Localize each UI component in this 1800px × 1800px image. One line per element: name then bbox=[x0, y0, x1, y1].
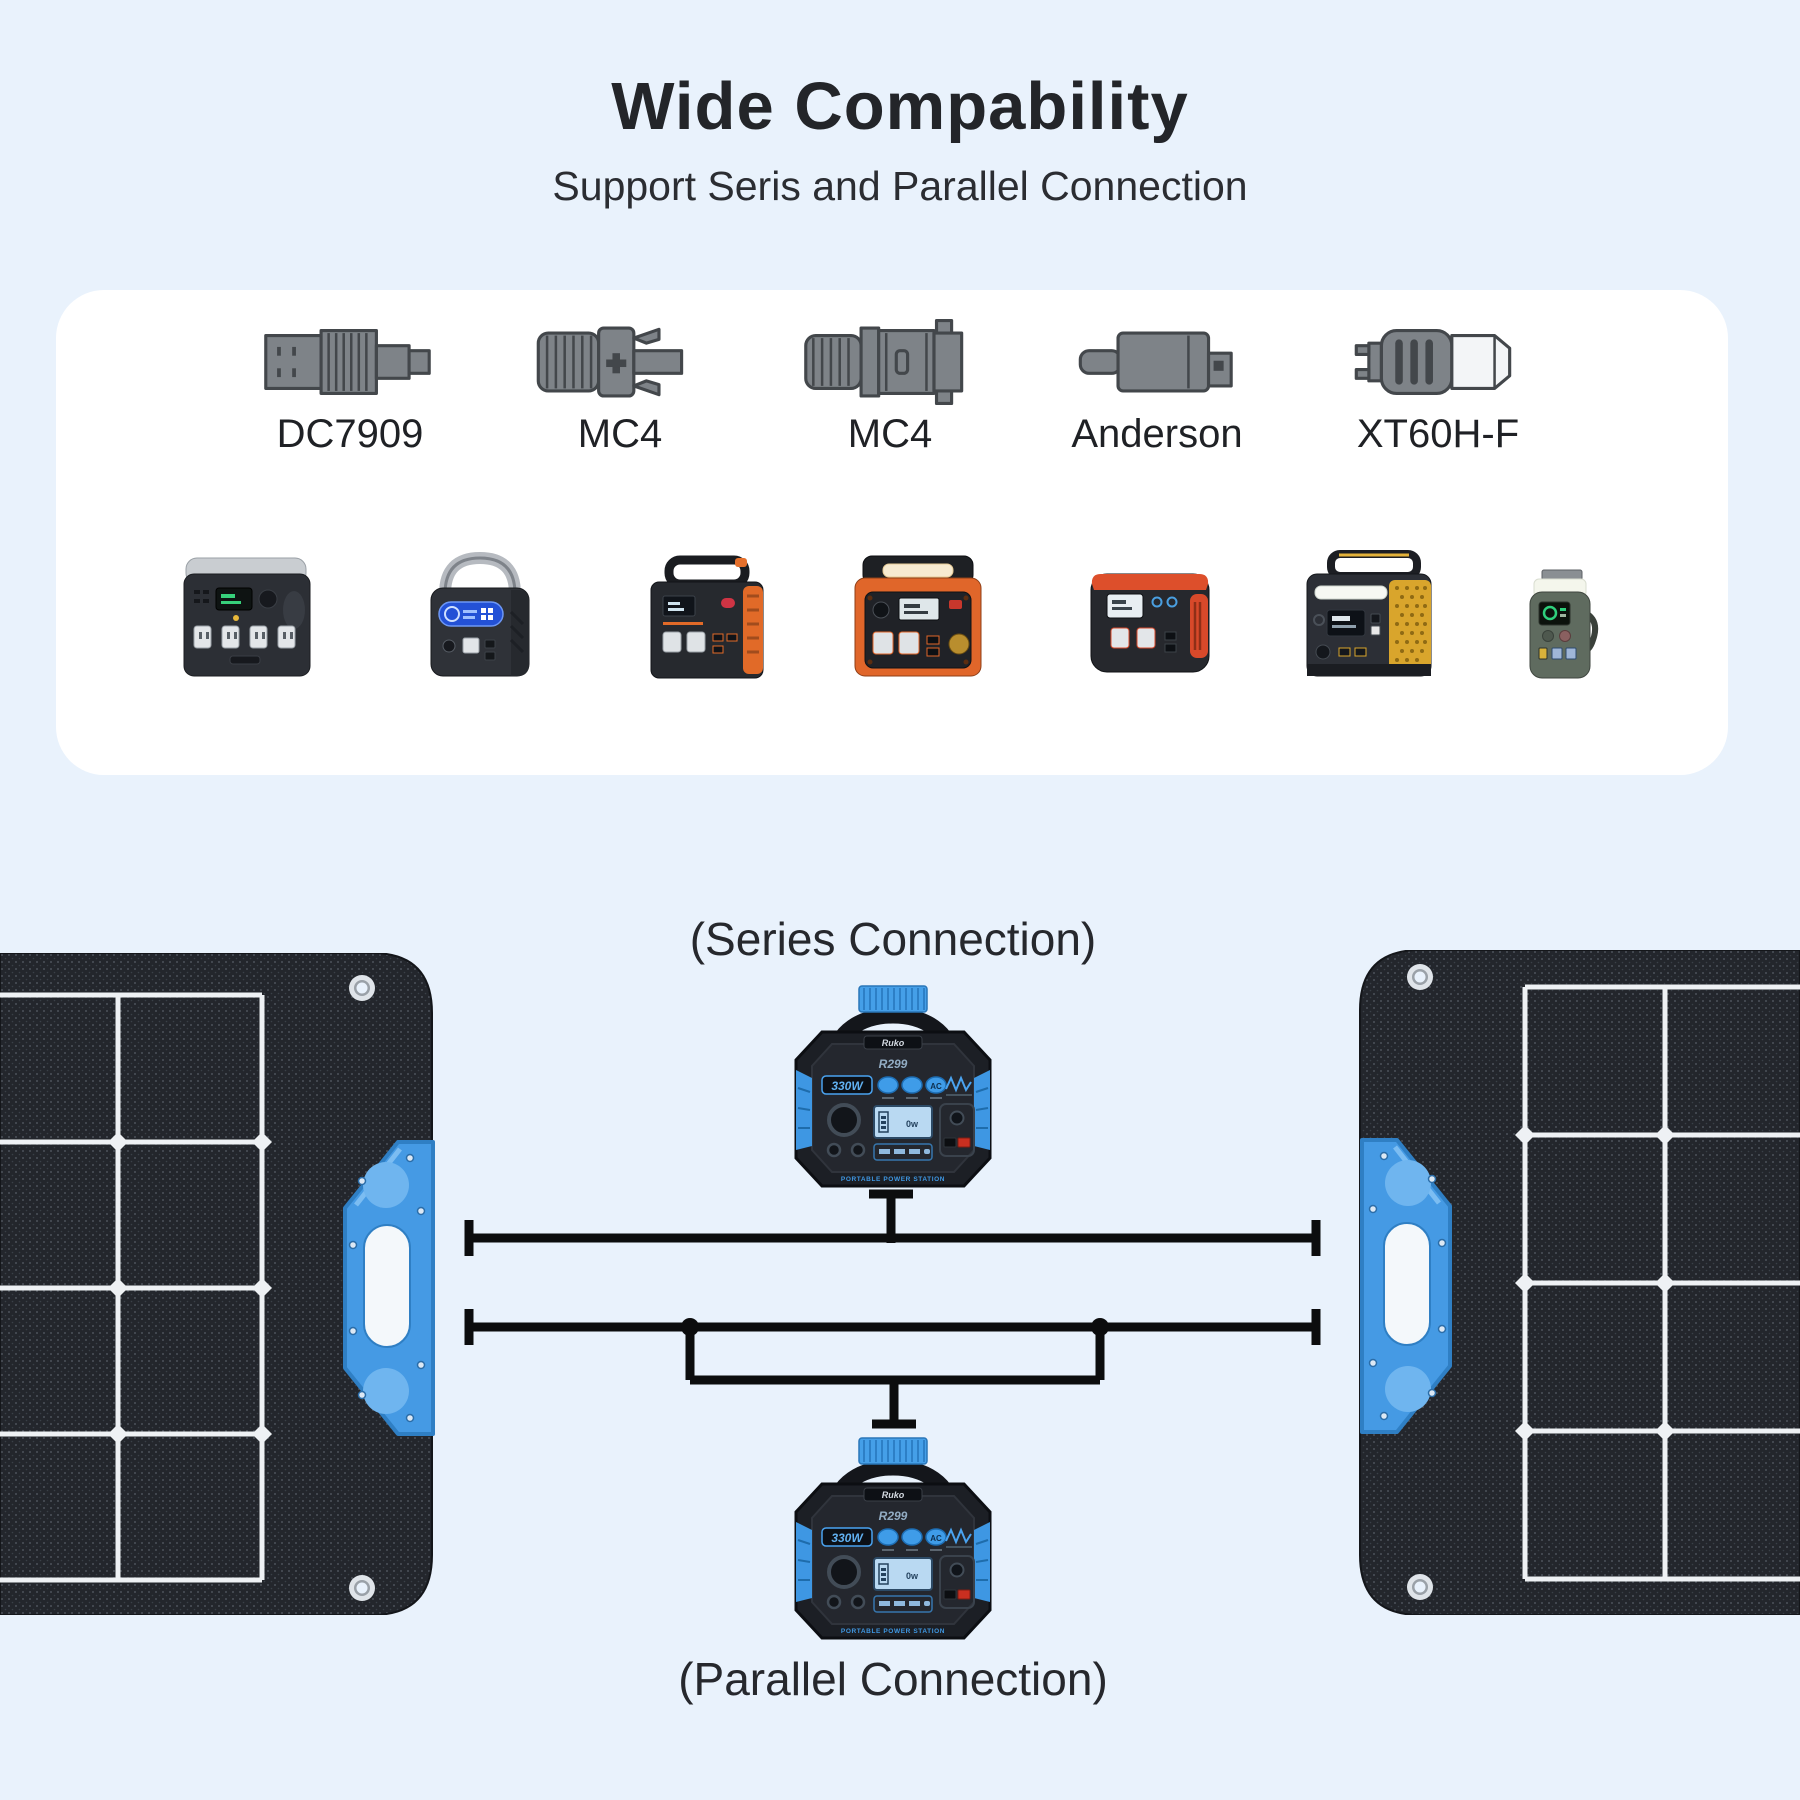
power-station-arch-handle-icon bbox=[430, 551, 530, 677]
station-caption: PORTABLE POWER STATION bbox=[841, 1628, 945, 1635]
connector-item-anderson: Anderson bbox=[1022, 318, 1292, 457]
svg-text:0w: 0w bbox=[906, 1119, 919, 1129]
right-solar-panel bbox=[1359, 950, 1800, 1615]
station-model: R299 bbox=[879, 1057, 908, 1071]
station-power: 330W bbox=[831, 1079, 864, 1093]
power-station-red-trim-icon bbox=[1090, 573, 1210, 673]
parallel-connection-label: (Parallel Connection) bbox=[678, 1653, 1108, 1705]
power-bank-green-icon bbox=[1529, 569, 1599, 679]
connector-label: MC4 bbox=[847, 412, 933, 456]
product-item bbox=[843, 548, 993, 685]
page-title: Wide Compability bbox=[611, 69, 1189, 144]
power-station-silver-top-icon bbox=[183, 557, 311, 677]
mc4-female-connector-icon bbox=[804, 318, 964, 406]
station-ac-button: AC bbox=[930, 1534, 942, 1543]
series-connection-line bbox=[464, 1189, 1321, 1256]
connector-item-mc4-female: MC4 bbox=[755, 318, 1025, 457]
station-brand: Ruko bbox=[882, 1038, 905, 1048]
connector-item-mc4-male: MC4 bbox=[485, 318, 755, 457]
left-solar-panel bbox=[0, 953, 435, 1615]
svg-text:0w: 0w bbox=[906, 1571, 919, 1581]
series-power-station: Ruko R299 330W AC 0w PORTABLE POWER STAT… bbox=[794, 985, 992, 1188]
product-item bbox=[639, 554, 775, 685]
grommet-hole bbox=[1407, 964, 1433, 1600]
anderson-connector-icon bbox=[1078, 331, 1233, 393]
connector-label: DC7909 bbox=[276, 412, 424, 456]
power-station-orange-rugged-icon bbox=[854, 555, 982, 677]
power-station-orange-side-icon bbox=[650, 555, 764, 679]
connector-item-xt60hf: XT60H-F bbox=[1303, 318, 1573, 457]
xt60hf-connector-icon bbox=[1354, 329, 1512, 395]
connector-item-dc7909: DC7909 bbox=[215, 318, 485, 457]
product-item bbox=[1079, 560, 1221, 685]
power-station-yellow-mesh-icon bbox=[1306, 550, 1432, 677]
station-caption: PORTABLE POWER STATION bbox=[841, 1176, 945, 1183]
product-item bbox=[1520, 568, 1600, 685]
product-item bbox=[170, 552, 320, 685]
series-connection-label: (Series Connection) bbox=[689, 913, 1097, 965]
station-power: 330W bbox=[831, 1531, 864, 1545]
connector-label: MC4 bbox=[577, 412, 663, 456]
wiring-lines bbox=[464, 1189, 1321, 1429]
panel-handle bbox=[1360, 1138, 1452, 1434]
dc7909-plug-icon bbox=[264, 329, 431, 395]
station-ac-button: AC bbox=[930, 1082, 942, 1091]
product-item bbox=[419, 550, 541, 685]
connector-label: Anderson bbox=[1071, 412, 1243, 456]
connector-label: XT60H-F bbox=[1356, 412, 1520, 456]
mc4-male-connector-icon bbox=[536, 326, 684, 398]
station-model: R299 bbox=[879, 1509, 908, 1523]
grommet-hole bbox=[349, 975, 375, 1601]
compatibility-card: DC7909 MC4 bbox=[56, 290, 1728, 775]
page-subtitle: Support Seris and Parallel Connection bbox=[552, 163, 1248, 209]
parallel-power-station: Ruko R299 330W AC 0w PORTABLE POWER STAT… bbox=[794, 1437, 992, 1640]
panel-handle bbox=[343, 1140, 435, 1436]
parallel-connection-line bbox=[464, 1309, 1321, 1429]
station-brand: Ruko bbox=[882, 1490, 905, 1500]
product-item bbox=[1293, 550, 1445, 685]
